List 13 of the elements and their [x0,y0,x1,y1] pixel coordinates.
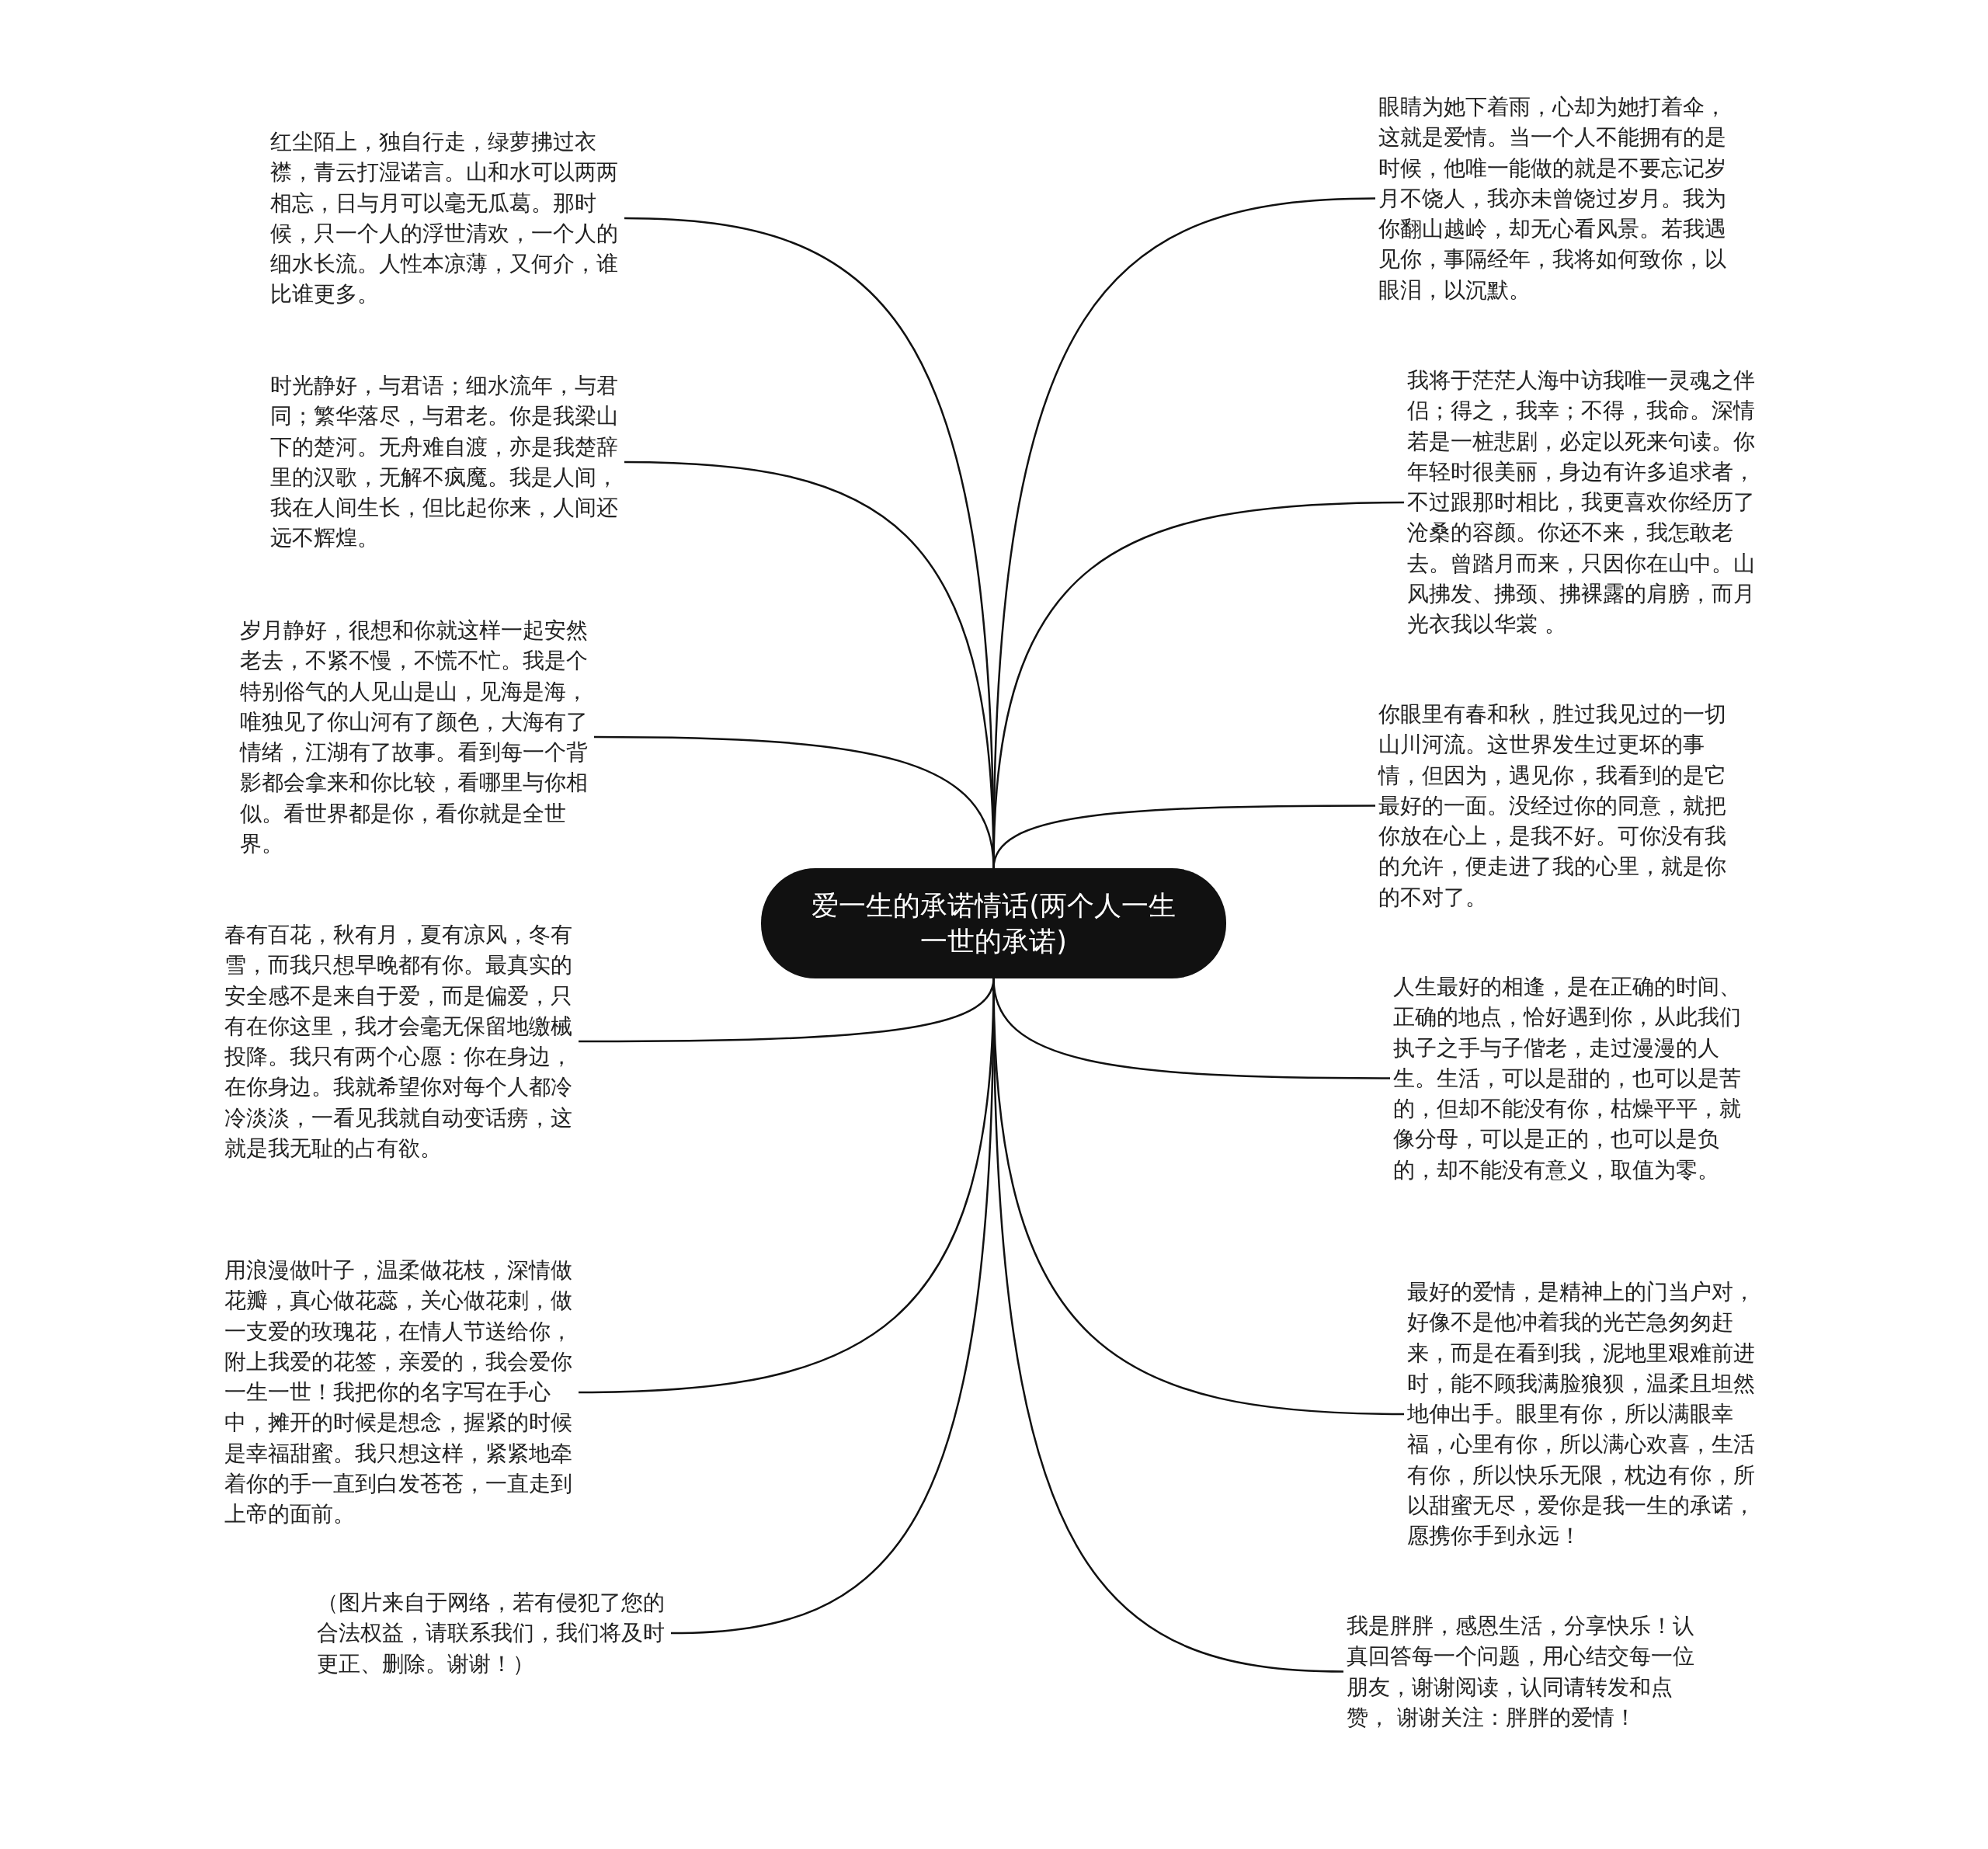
central-topic: 爱一生的承诺情话(两个人一生一世的承诺) [761,868,1226,978]
branch-text: 红尘陌上，独自行走，绿萝拂过衣襟，青云打湿诺言。山和水可以两两相忘，日与月可以毫无瓜葛。那时候，只一个人的浮世清欢，一个人的细水长流。人性本凉薄，又何介，谁比谁更多。 [270,127,621,310]
branch-text: 我是胖胖，感恩生活，分享快乐！认真回答每一个问题，用心结交每一位朋友，谢谢阅读，认同请转发和点赞， 谢谢关注：胖胖的爱情！ [1347,1611,1698,1733]
branch-text: 用浪漫做叶子，温柔做花枝，深情做花瓣，真心做花蕊，关心做花刺，做一支爱的玫瑰花，在情人节送给你，附上我爱的花签，亲爱的，我会爱你一生一世！我把你的名字写在手心中，摊开的时候是想念，握紧的时候是幸福甜蜜。我只想这样，紧紧地牵着你的手一直到白发苍苍，一直走到上帝的面前。 [224,1255,575,1530]
branch-text: 最好的爱情，是精神上的门当户对，好像不是他冲着我的光芒急匆匆赶来，而是在看到我，泥地里艰难前进时，能不顾我满脸狼狈，温柔且坦然地伸出手。眼里有你，所以满眼幸福，心里有你，所以满心欢喜，生活有你，所以快乐无限，枕边有你，所以甜蜜无尽，爱你是我一生的承诺，愿携你手到永远！ [1407,1277,1758,1552]
branch-text: 春有百花，秋有月，夏有凉风，冬有雪，而我只想早晚都有你。最真实的安全感不是来自于爱，而是偏爱，只有在你这里，我才会毫无保留地缴械投降。我只有两个心愿：你在身边，在你身边。我就希望你对每个人都冷冷淡淡，一看见我就自动变话痨，这就是我无耻的占有欲。 [224,919,575,1164]
branch-text: 岁月静好，很想和你就这样一起安然老去，不紧不慢，不慌不忙。我是个特别俗气的人见山是山，见海是海，唯独见了你山河有了颜色，大海有了情绪，江湖有了故事。看到每一个背影都会拿来和你比较，看哪里与你相似。看世界都是你，看你就是全世界。 [240,615,591,860]
branch-text: 时光静好，与君语；细水流年，与君同；繁华落尽，与君老。你是我梁山下的楚河。无舟难自渡，亦是我楚辞里的汉歌，无解不疯魔。我是人间，我在人间生长，但比起你来，人间还远不辉煌。 [270,370,621,554]
branch-text: 我将于茫茫人海中访我唯一灵魂之伴侣；得之，我幸；不得，我命。深情若是一桩悲剧，必定以死来句读。你年轻时很美丽，身边有许多追求者，不过跟那时相比，我更喜欢你经历了沧桑的容颜。你还不来，我怎敢老去。曾踏月而来，只因你在山中。山风拂发、拂颈、拂裸露的肩膀，而月光衣我以华裳 。 [1407,365,1758,640]
branch-text: （图片来自于网络，若有侵犯了您的合法权益，请联系我们，我们将及时更正、删除。谢谢！） [317,1587,668,1679]
branch-text: 人生最好的相逢，是在正确的时间、正确的地点，恰好遇到你，从此我们执子之手与子偕老，走过漫漫的人生。生活，可以是甜的，也可以是苦的，但却不能没有你，枯燥平平，就像分母，可以是正的，也可以是负的，却不能没有意义，取值为零。 [1393,971,1744,1186]
branch-text: 你眼里有春和秋，胜过我见过的一切山川河流。这世界发生过更坏的事情，但因为，遇见你，我看到的是它最好的一面。没经过你的同意，就把你放在心上，是我不好。可你没有我的允许，便走进了我的心里，就是你的不对了。 [1378,699,1729,913]
branch-text: 眼睛为她下着雨，心却为她打着伞，这就是爱情。当一个人不能拥有的是时候，他唯一能做的就是不要忘记岁月不饶人，我亦未曾饶过岁月。我为你翻山越岭，却无心看风景。若我遇见你，事隔经年，我将如何致你，以眼泪，以沉默。 [1378,92,1729,306]
